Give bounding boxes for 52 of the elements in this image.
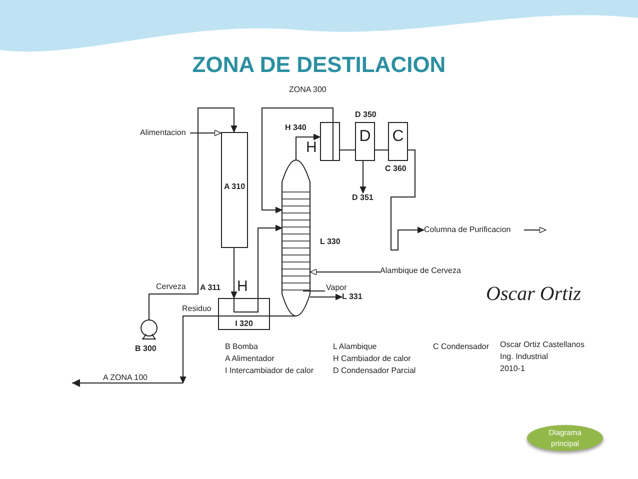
equipment-tag: A 310	[221, 182, 248, 192]
condenser-vessel	[388, 122, 408, 161]
heat-exchanger	[320, 122, 340, 161]
equipment-tag: L 330	[320, 237, 340, 247]
distillation-column	[282, 160, 310, 316]
legend-entry: L Alambique	[333, 342, 377, 352]
edge-label: Cerveza	[156, 282, 186, 292]
legend-entry: H Cambiador de calor	[333, 354, 411, 364]
feed-tank	[221, 132, 248, 248]
equipment-tag: L 331	[342, 292, 362, 302]
signature: Oscar Ortiz	[486, 283, 582, 305]
pipe-arrow	[310, 268, 380, 276]
pipe-arrow	[390, 150, 424, 250]
vessel-letter: D	[358, 132, 372, 142]
pipe-arrow	[360, 160, 366, 194]
equipment-tag: D 350	[355, 110, 376, 120]
zone-label: Vapor	[326, 283, 347, 293]
equipment-tag: D 351	[352, 193, 374, 203]
stream-label: Alimentacion	[140, 128, 186, 138]
legend-entry: C Condensador	[433, 342, 490, 352]
vessel-letter: C	[391, 132, 405, 142]
pipe-arrow	[258, 224, 282, 298]
stream-label: Alambique de Cerveza	[380, 266, 461, 276]
pipe-arrow	[180, 316, 296, 384]
pipe-arrow	[296, 134, 320, 160]
pipe-arrow	[310, 294, 342, 300]
pipe-arrow	[190, 130, 222, 136]
heat-exchanger-box	[218, 298, 270, 330]
author-text: Ing. Industrial	[500, 352, 548, 362]
symbol-letter: H	[237, 279, 248, 295]
legend-entry: B Bomba	[225, 342, 258, 352]
condenser-vessel	[355, 122, 375, 161]
equipment-tag: H 340	[285, 123, 306, 133]
legend-entry: I Intercambiador de calor	[225, 366, 314, 376]
pipe-arrow	[148, 108, 238, 320]
equipment-tag: C 360	[385, 164, 406, 174]
equipment-tag: B 300	[135, 344, 156, 354]
zone-label: A ZONA 100	[103, 373, 148, 383]
zone-label: ZONA 300	[289, 85, 326, 95]
legend-entry: A Alimentador	[225, 354, 274, 364]
equipment-tag: A 311	[200, 283, 221, 293]
pipe-arrow	[262, 108, 334, 214]
author-text: 2010-1	[500, 364, 525, 374]
pipe-arrow	[230, 248, 238, 298]
stream-label: Columna de Purificacion	[424, 225, 511, 235]
title: ZONA DE DESTILACION	[191, 52, 447, 78]
pump-symbol	[140, 320, 158, 340]
pipe-arrow	[524, 226, 546, 234]
legend-entry: D Condensador Parcial	[333, 366, 416, 376]
edge-label: Residuo	[182, 304, 212, 314]
author-text: Oscar Ortiz Castellanos	[500, 340, 584, 350]
symbol-letter: H	[306, 140, 317, 156]
